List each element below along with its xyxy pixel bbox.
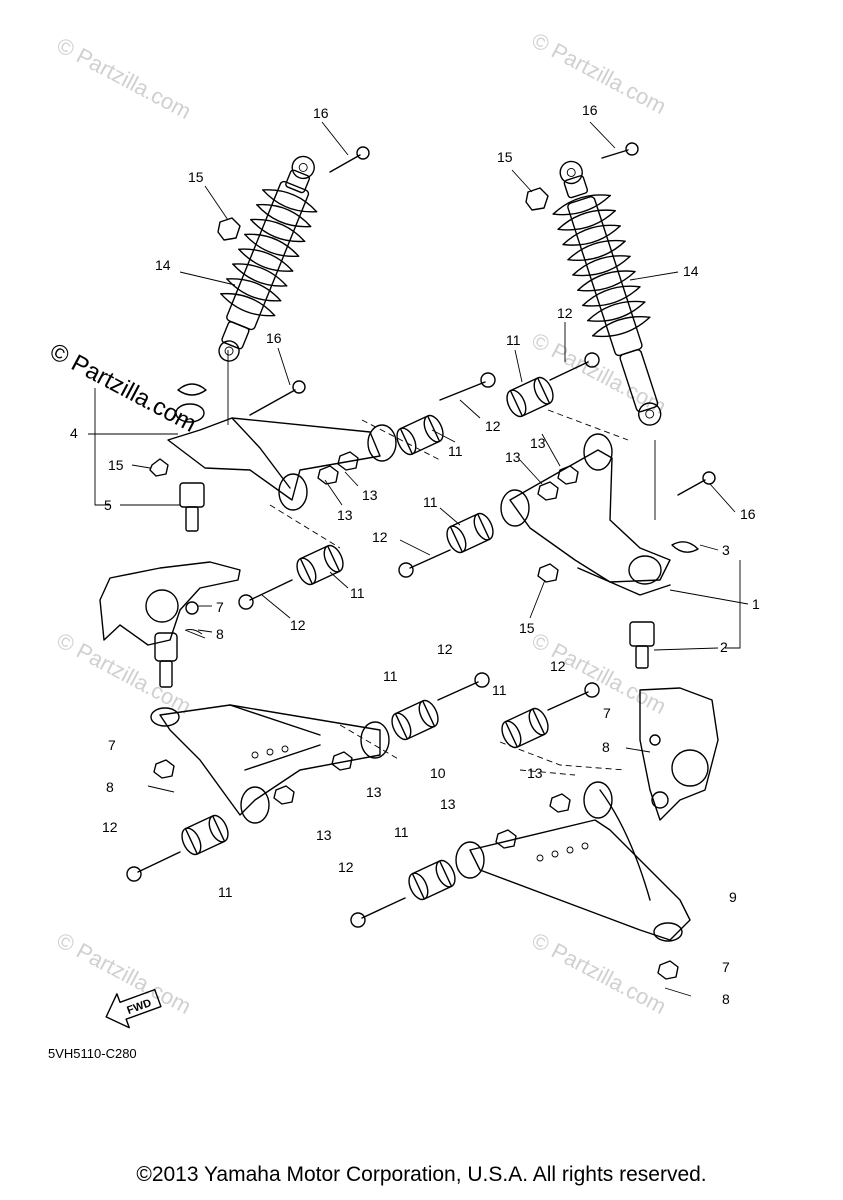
callout-16[interactable]: 16 (582, 102, 598, 118)
callout-13[interactable]: 13 (527, 765, 543, 781)
reference-lines (94, 350, 741, 776)
copyright-notice: ©2013 Yamaha Motor Corporation, U.S.A. A… (136, 1163, 707, 1186)
callout-7[interactable]: 7 (603, 705, 611, 721)
callout-11[interactable]: 11 (423, 494, 438, 510)
shock-mount-hardware (217, 142, 716, 496)
callout-labels: 16 15 14 16 4 15 5 7 8 16 15 14 12 11 12… (70, 102, 760, 1007)
callout-7[interactable]: 7 (722, 959, 730, 975)
callout-11[interactable]: 11 (448, 443, 463, 459)
callout-13[interactable]: 13 (530, 435, 546, 451)
callout-12[interactable]: 12 (437, 641, 453, 657)
callout-4[interactable]: 4 (70, 425, 78, 441)
callout-1[interactable]: 1 (752, 596, 760, 612)
callout-11[interactable]: 11 (350, 585, 365, 601)
cotter-pins (147, 629, 692, 997)
watermark: © Partzilla.com (528, 327, 671, 419)
callout-8[interactable]: 8 (722, 991, 730, 1007)
watermark: © Partzilla.com (53, 32, 196, 124)
callout-12[interactable]: 12 (485, 418, 501, 434)
callout-11[interactable]: 11 (492, 682, 507, 698)
callout-13[interactable]: 13 (337, 507, 353, 523)
watermark: © Partzilla.com (53, 627, 196, 719)
callout-2[interactable]: 2 (720, 639, 728, 655)
left-ball-joint-and-knuckle (99, 482, 241, 688)
leader-lines (88, 121, 749, 651)
callout-11[interactable]: 11 (218, 884, 233, 900)
callout-7[interactable]: 7 (108, 737, 116, 753)
callout-12[interactable]: 12 (290, 617, 306, 633)
callout-7[interactable]: 7 (216, 599, 224, 615)
watermark: © Partzilla.com (53, 927, 196, 1019)
left-shock-absorber (218, 155, 318, 362)
callout-12[interactable]: 12 (372, 529, 388, 545)
callout-3[interactable]: 3 (722, 542, 730, 558)
upper-right-arm (398, 352, 699, 596)
callout-13[interactable]: 13 (440, 796, 456, 812)
callout-14[interactable]: 14 (683, 263, 699, 279)
callout-11[interactable]: 11 (506, 332, 521, 348)
callout-8[interactable]: 8 (602, 739, 610, 755)
diagram-code: 5VH5110-C280 (48, 1046, 137, 1061)
callout-11[interactable]: 11 (383, 668, 398, 684)
callout-13[interactable]: 13 (362, 487, 378, 503)
callout-9[interactable]: 9 (729, 889, 737, 905)
callout-15[interactable]: 15 (108, 457, 124, 473)
watermark: © Partzilla.com (528, 927, 671, 1019)
callout-15[interactable]: 15 (188, 169, 204, 185)
callout-16[interactable]: 16 (313, 105, 329, 121)
lower-left-arm (126, 672, 490, 882)
callout-16[interactable]: 16 (740, 506, 756, 522)
upper-left-bushings (238, 372, 496, 610)
callout-12[interactable]: 12 (557, 305, 573, 321)
right-shock-absorber (552, 160, 662, 426)
callout-13[interactable]: 13 (316, 827, 332, 843)
callout-13[interactable]: 13 (366, 784, 382, 800)
callout-12[interactable]: 12 (550, 658, 566, 674)
callout-16[interactable]: 16 (266, 330, 282, 346)
upper-left-arm (149, 383, 397, 511)
callout-5[interactable]: 5 (104, 497, 112, 513)
callout-10[interactable]: 10 (430, 765, 446, 781)
callout-8[interactable]: 8 (106, 779, 114, 795)
callout-11[interactable]: 11 (394, 824, 409, 840)
callout-15[interactable]: 15 (519, 620, 535, 636)
callout-12[interactable]: 12 (102, 819, 118, 835)
callout-14[interactable]: 14 (155, 257, 171, 273)
callout-12[interactable]: 12 (338, 859, 354, 875)
callout-13[interactable]: 13 (505, 449, 521, 465)
callout-15[interactable]: 15 (497, 149, 513, 165)
right-ball-joint-and-knuckle (629, 621, 719, 821)
lower-right-arm (350, 682, 691, 980)
callout-8[interactable]: 8 (216, 626, 224, 642)
watermark: © Partzilla.com (528, 27, 671, 119)
